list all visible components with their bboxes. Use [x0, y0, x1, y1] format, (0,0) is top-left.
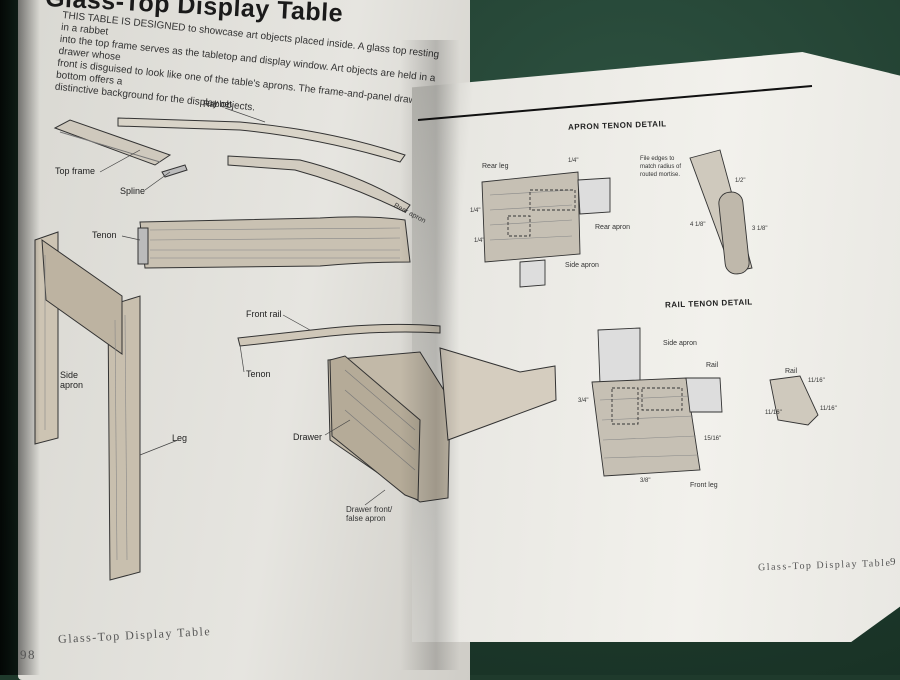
dim-label: 15/16": [704, 436, 722, 442]
dim-label: 1/4": [474, 238, 485, 244]
right-page-number: 9: [890, 556, 897, 568]
tenon-drawing: [137, 227, 149, 265]
label-rear-leg: Rear leg: [482, 163, 509, 170]
edge-shadow: [0, 0, 40, 675]
left-page-number: 98: [20, 647, 36, 662]
label-top-frame: Top frame: [55, 166, 96, 176]
dim-label: 1/2": [735, 178, 746, 184]
side-frame-drawing: [227, 155, 411, 213]
label-leg: Leg: [172, 433, 188, 443]
label-rear-apron-detail: Rear apron: [595, 224, 631, 231]
label-tenon-lower: Tenon: [246, 369, 271, 379]
dim-label: 3/8": [640, 478, 651, 484]
drawer-back-drawing: [439, 347, 557, 441]
book-gutter-shadow: [400, 40, 460, 670]
dim-label: 3/4": [578, 398, 589, 404]
dim-label: 11/16": [808, 378, 825, 384]
label-side-apron-detail: Side apron: [565, 262, 599, 269]
label-side-apron: Side apron: [60, 370, 84, 390]
label-side-apron-rail: Side apron: [663, 340, 697, 347]
dim-label: 3 1/8": [752, 226, 768, 232]
side-apron-drawing: [41, 238, 123, 355]
header-rule: [417, 85, 813, 121]
dim-label: 11/16": [765, 410, 782, 416]
drawer-front-drawing: [329, 355, 421, 501]
rabbet-frame-drawing: [117, 117, 406, 163]
dim-label: 11/16": [820, 406, 837, 412]
right-book-page: [412, 52, 900, 642]
rear-apron-drawing: [139, 216, 411, 269]
front-rail-drawing: [237, 323, 441, 347]
label-spline: Spline: [120, 186, 146, 196]
label-rail: Rail: [706, 362, 719, 369]
label-drawer: Drawer: [293, 432, 323, 442]
file-edges-note: File edges to match radius of routed mor…: [640, 156, 682, 178]
top-frame-drawing: [53, 119, 172, 166]
dim-label: 4 1/8": [690, 222, 706, 228]
rail-tenon-detail-drawing: [591, 327, 819, 477]
front-leg-drawing: [107, 295, 141, 581]
dim-label: 1/4": [470, 208, 481, 214]
apron-tenon-detail-drawing: [481, 149, 753, 288]
label-rabbet: Rabbet: [203, 99, 233, 109]
label-front-leg: Front leg: [690, 482, 718, 489]
label-rail-small: Rail: [785, 368, 798, 375]
dim-label: 1/4": [568, 158, 579, 164]
label-drawer-front: Drawer front/ false apron: [346, 505, 393, 523]
spline-drawing: [161, 164, 188, 178]
label-tenon: Tenon: [92, 230, 117, 240]
label-front-rail: Front rail: [246, 309, 282, 319]
